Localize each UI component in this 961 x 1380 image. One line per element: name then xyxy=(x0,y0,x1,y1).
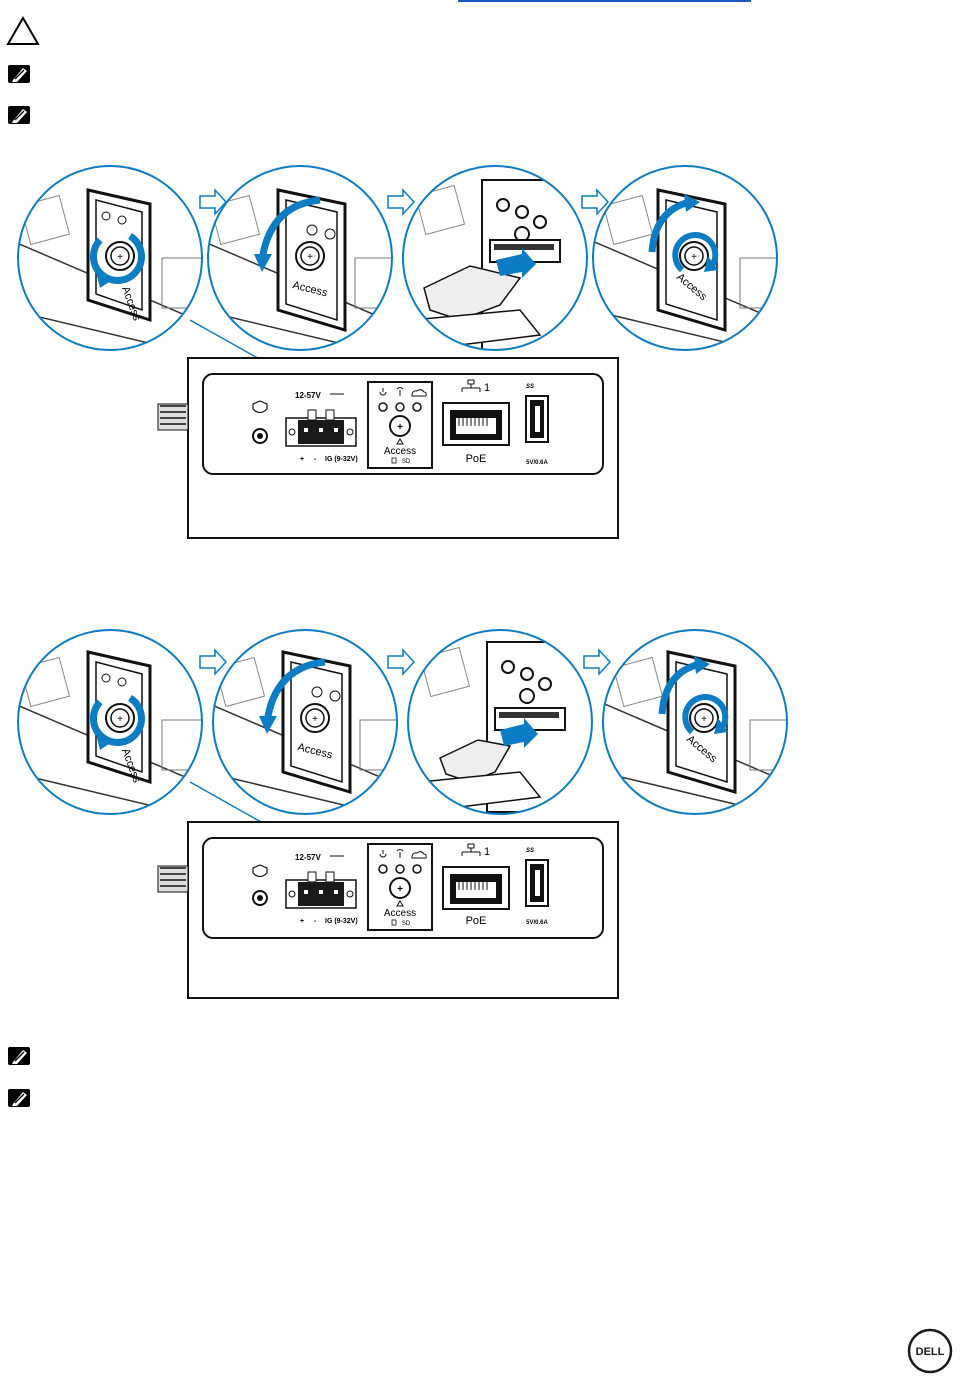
poe-label: PoE xyxy=(466,915,487,927)
access-panel: + Access SD xyxy=(368,844,432,930)
step-2-open-cover: + Access xyxy=(205,630,415,822)
gateway-device: 12-57V + - IG (9-32V) xyxy=(158,822,618,998)
screw-plus-label: + xyxy=(312,714,318,725)
note-notice-4 xyxy=(6,1087,32,1109)
step-1-loosen-screw: + Access xyxy=(10,630,220,822)
caution-notice xyxy=(6,15,40,47)
ignition-label: IG (9-32V) xyxy=(325,918,358,925)
step-1-loosen-screw: + Access xyxy=(10,166,220,360)
usb-rating-label: 5V/0.6A xyxy=(526,920,548,926)
screw-plus-label: + xyxy=(691,252,697,263)
step-arrow-icon xyxy=(388,190,414,214)
note-pencil-icon xyxy=(6,104,32,126)
micro-sd-install-figure: + Access + Access xyxy=(0,622,961,1012)
screw-plus-label: + xyxy=(117,714,123,725)
screw-plus-label: + xyxy=(397,422,403,433)
step-arrow-icon xyxy=(582,190,608,214)
screw-plus-label: + xyxy=(701,714,707,725)
note-pencil-icon xyxy=(6,63,32,85)
note-notice-3 xyxy=(6,1045,32,1067)
step-arrow-icon xyxy=(584,650,610,674)
antenna-connector xyxy=(158,404,188,430)
usb-port xyxy=(526,860,548,906)
lan-port-number: 1 xyxy=(484,846,490,858)
dell-logo-text: DELL xyxy=(916,1346,945,1358)
screw-plus-label: + xyxy=(117,252,123,263)
note-notice-1 xyxy=(6,63,32,85)
step-arrow-icon xyxy=(200,650,226,674)
step-3-insert-card xyxy=(403,166,600,350)
screw-plus-label: + xyxy=(307,252,313,263)
sd-label: SD xyxy=(402,459,411,465)
lan-port-number: 1 xyxy=(484,382,490,394)
screw-plus-label: + xyxy=(397,884,403,895)
polarity-plus-label: + xyxy=(300,456,304,463)
step-arrow-icon xyxy=(388,650,414,674)
usb-ss-logo: SS xyxy=(526,848,534,854)
usb-port xyxy=(526,396,548,442)
ethernet-port xyxy=(443,403,509,445)
ignition-label: IG (9-32V) xyxy=(325,456,358,463)
usb-rating-label: 5V/0.6A xyxy=(526,460,548,466)
note-notice-2 xyxy=(6,104,32,126)
caution-triangle-icon xyxy=(6,15,40,47)
access-label: Access xyxy=(384,446,416,457)
sd-label: SD xyxy=(402,921,411,927)
top-link-underline[interactable] xyxy=(458,0,751,2)
step-4-close-cover: + Access xyxy=(590,166,800,360)
gateway-device: 12-57V + - IG (9-32V) xyxy=(158,358,618,538)
ethernet-port xyxy=(443,867,509,909)
dell-logo: DELL xyxy=(906,1327,954,1380)
step-2-open-cover: + Access xyxy=(200,166,410,360)
voltage-label: 12-57V xyxy=(295,391,321,400)
sim-card-install-figure: + Access + Access xyxy=(0,160,961,550)
step-4-close-cover: + Access xyxy=(600,630,810,822)
usb-ss-logo: SS xyxy=(526,384,534,390)
access-panel: + Access SD xyxy=(368,382,432,468)
step-3-insert-card xyxy=(408,630,605,814)
voltage-label: 12-57V xyxy=(295,853,321,862)
antenna-connector xyxy=(158,866,188,892)
poe-label: PoE xyxy=(466,453,487,465)
note-pencil-icon xyxy=(6,1045,32,1067)
polarity-plus-label: + xyxy=(300,918,304,925)
note-pencil-icon xyxy=(6,1087,32,1109)
access-label: Access xyxy=(384,908,416,919)
